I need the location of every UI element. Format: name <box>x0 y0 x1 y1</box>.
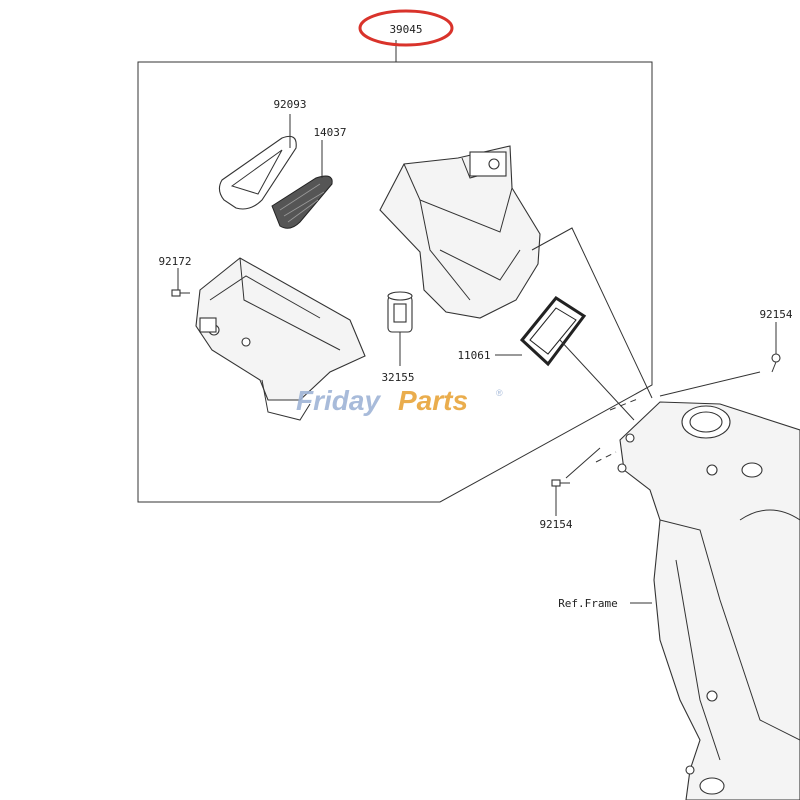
watermark-text-friday: Friday <box>296 385 381 416</box>
watermark-logo: Friday Parts ® <box>296 385 503 416</box>
assembly-number-label: 39045 <box>389 23 422 36</box>
part-92154-screw-top[interactable] <box>771 353 781 373</box>
motorcycle-frame <box>617 401 800 800</box>
label-32155: 32155 <box>381 371 414 384</box>
label-92172: 92172 <box>158 255 191 268</box>
part-32155[interactable] <box>387 291 413 333</box>
assembly-bracket <box>137 40 653 503</box>
label-92154-bottom: 92154 <box>539 518 572 531</box>
part-11061-gasket[interactable] <box>519 296 587 367</box>
part-92154-screw-bottom[interactable] <box>551 479 570 487</box>
label-11061: 11061 <box>457 349 490 362</box>
label-92154-top: 92154 <box>759 308 792 321</box>
lower-airbox-housing <box>195 257 366 421</box>
label-92093: 92093 <box>273 98 306 111</box>
part-14037-screen[interactable] <box>271 175 333 229</box>
watermark-text-parts: Parts <box>398 385 468 416</box>
label-14037: 14037 <box>313 126 346 139</box>
upper-intake-duct <box>379 145 541 319</box>
part-92172-screw[interactable] <box>171 289 190 297</box>
assembly-highlight-circle <box>358 9 454 47</box>
frame-connection-lines <box>531 227 761 479</box>
watermark-reg-mark: ® <box>496 388 503 398</box>
part-92093-cover[interactable] <box>218 135 297 210</box>
label-ref-frame: Ref.Frame <box>558 597 618 610</box>
